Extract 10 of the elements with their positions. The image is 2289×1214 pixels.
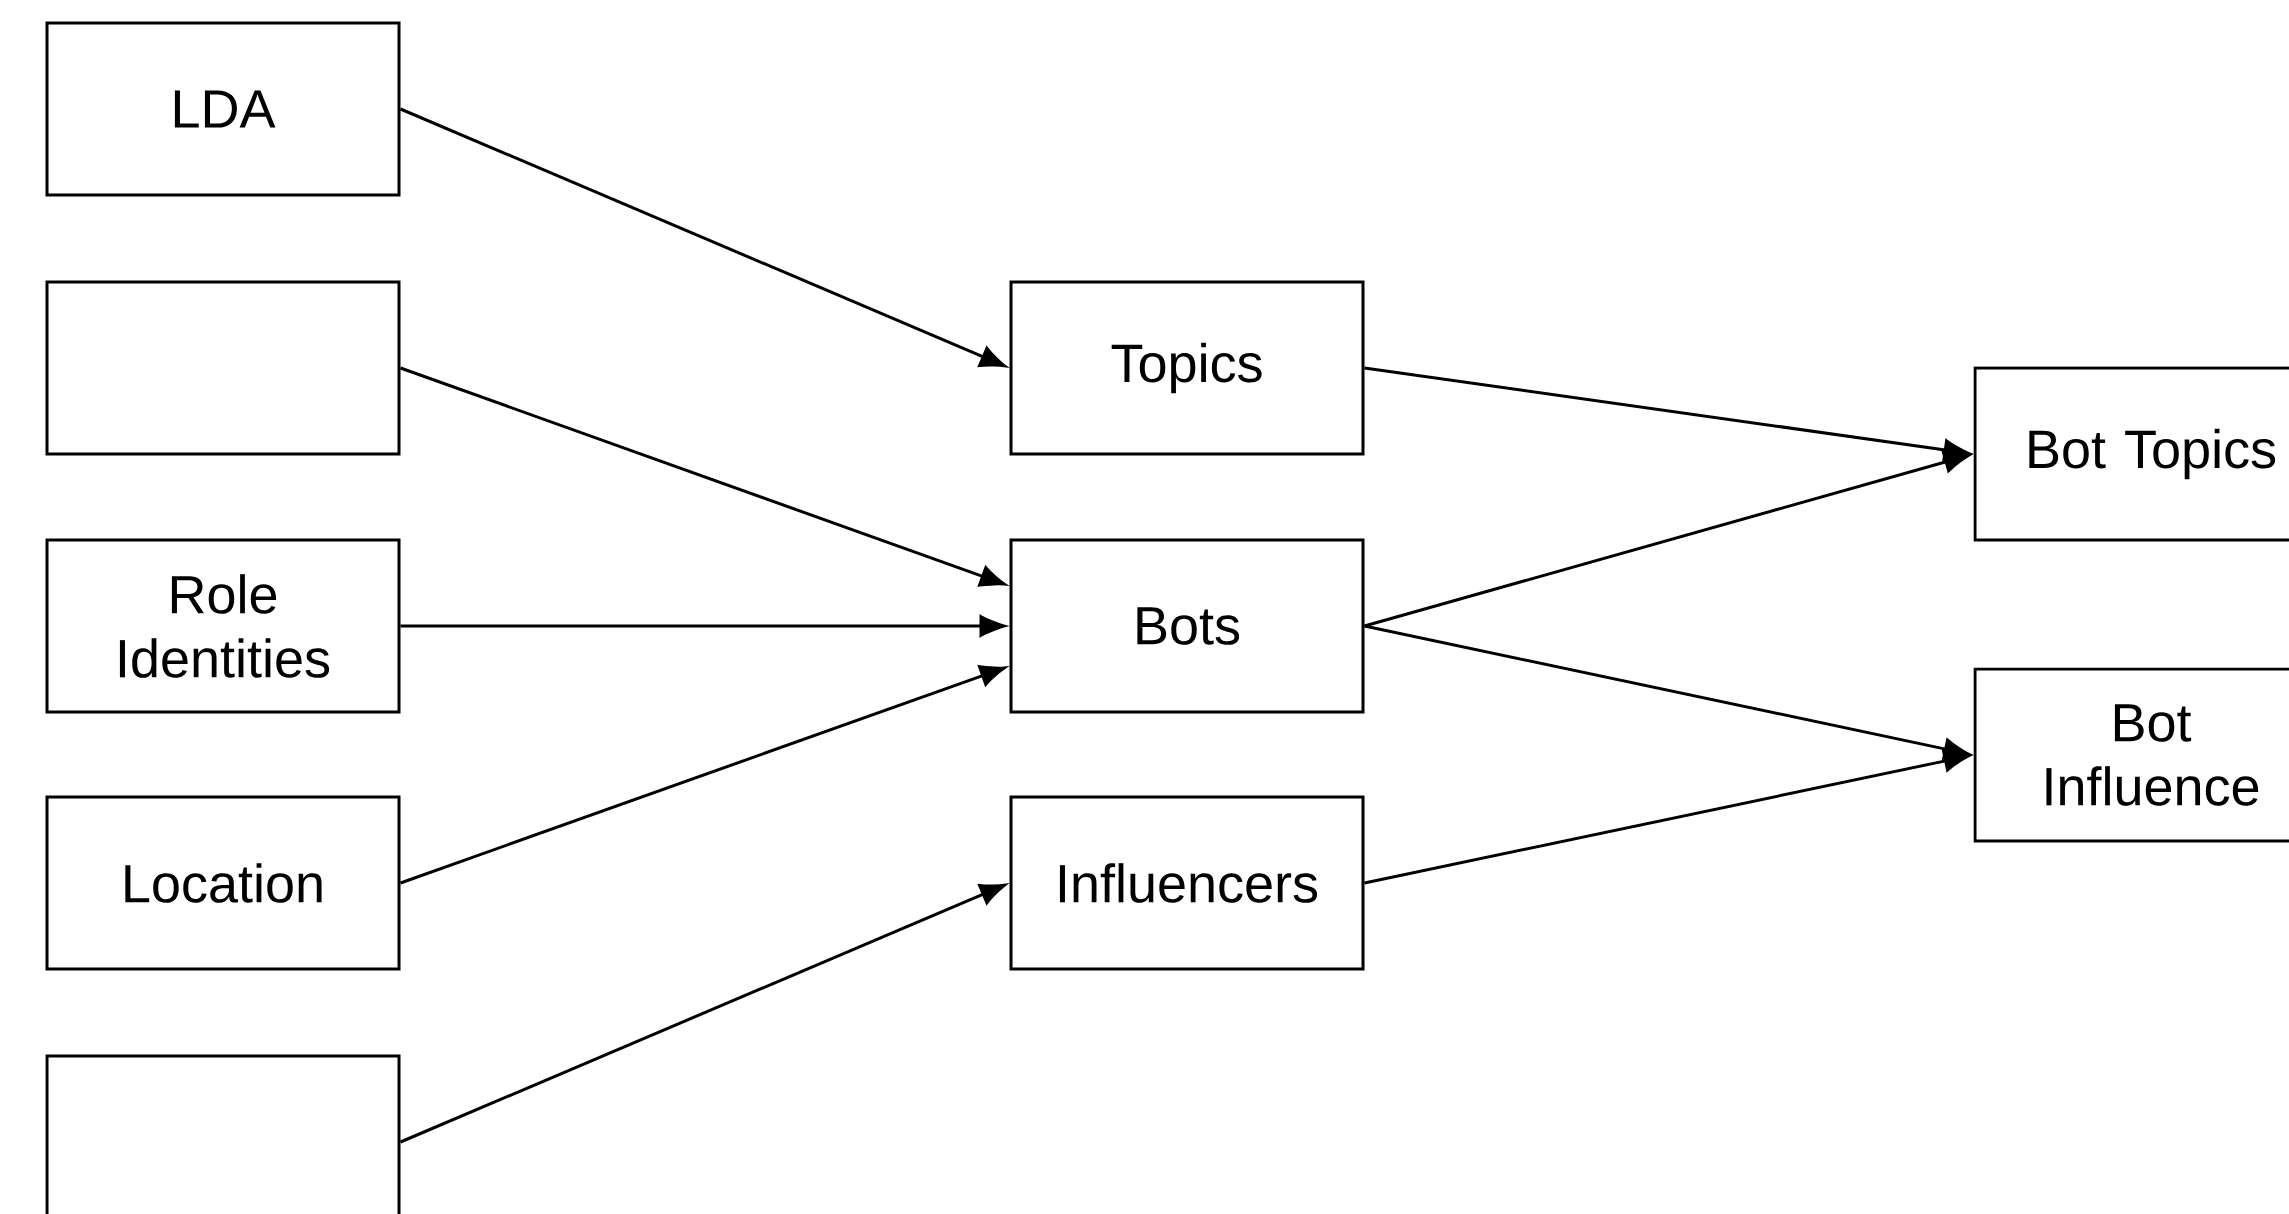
process-box: Bot Topics <box>1973 366 2289 542</box>
process-box: Bots <box>1009 538 1365 714</box>
process-box: Influencers <box>1009 795 1365 971</box>
process-box: Topics <box>1009 280 1365 456</box>
process-box: Location <box>45 795 401 971</box>
process-box: Role Identities <box>45 538 401 714</box>
process-box: Bot Influence <box>1973 667 2289 843</box>
empty-box <box>45 280 401 456</box>
process-box: LDA <box>45 21 401 197</box>
empty-box <box>45 1054 401 1214</box>
